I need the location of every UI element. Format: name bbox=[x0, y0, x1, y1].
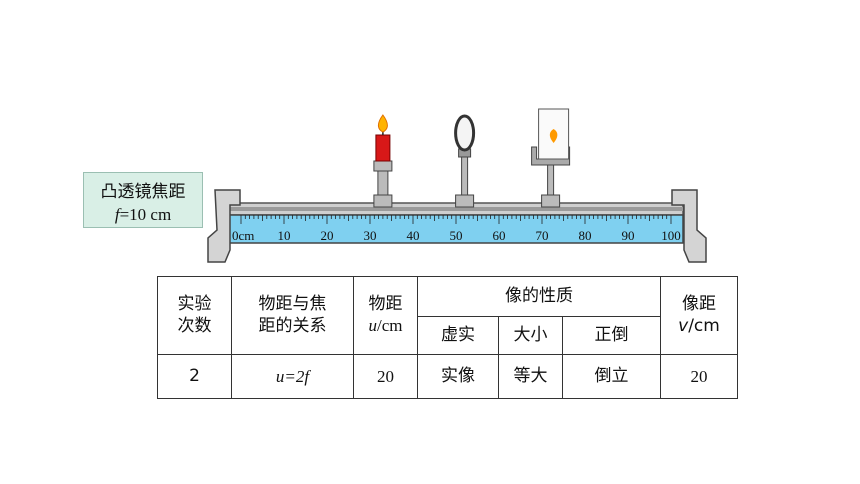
rail-groove bbox=[228, 207, 683, 211]
ruler-ticks bbox=[240, 215, 672, 224]
ruler-tick-label: 80 bbox=[579, 228, 592, 243]
ruler-tick-label: 100 bbox=[661, 228, 681, 243]
cell-size: 等大 bbox=[498, 354, 563, 399]
convex-lens bbox=[454, 114, 476, 208]
cell-orientation: 倒立 bbox=[562, 354, 661, 399]
light-screen bbox=[531, 108, 571, 208]
focal-length-value: f=10 cm bbox=[114, 205, 172, 224]
cell-relation: u=2f bbox=[231, 354, 354, 399]
cell-real-virtual: 实像 bbox=[417, 354, 499, 399]
cell-trial: 2 bbox=[157, 354, 232, 399]
header-size: 大小 bbox=[498, 316, 563, 355]
ruler-tick-label: 20 bbox=[321, 228, 334, 243]
ruler-tick-labels: 10 20 30 40 50 60 70 80 90 100 bbox=[278, 228, 681, 243]
right-leg bbox=[671, 189, 707, 263]
left-leg bbox=[207, 189, 241, 263]
ruler-tick-label: 50 bbox=[450, 228, 463, 243]
cell-image-distance: 20 bbox=[660, 354, 738, 399]
optical-bench: 0cm 10 20 30 40 50 60 70 80 90 100 bbox=[207, 108, 707, 263]
focal-length-title: 凸透镜焦距 bbox=[100, 182, 186, 202]
candle-holder bbox=[373, 114, 393, 208]
ruler-tick-label: 30 bbox=[364, 228, 377, 243]
header-orientation: 正倒 bbox=[562, 316, 661, 355]
ruler-tick-label: 40 bbox=[407, 228, 420, 243]
ruler-tick-label: 70 bbox=[536, 228, 549, 243]
inverted-flame-image-icon bbox=[549, 129, 558, 143]
ruler-unit-label: 0cm bbox=[232, 228, 254, 243]
ruler-tick-label: 60 bbox=[493, 228, 506, 243]
header-relation: 物距与焦距的关系 bbox=[231, 276, 354, 355]
ruler-tick-label: 10 bbox=[278, 228, 291, 243]
ruler-scale bbox=[227, 214, 684, 244]
focal-length-label: 凸透镜焦距 f=10 cm bbox=[83, 172, 203, 228]
header-trial: 实验次数 bbox=[157, 276, 232, 355]
cell-object-distance: 20 bbox=[353, 354, 418, 399]
ruler-tick-label: 90 bbox=[622, 228, 635, 243]
flame-icon bbox=[377, 114, 388, 133]
header-image-properties: 像的性质 bbox=[417, 276, 661, 317]
header-real-virtual: 虚实 bbox=[417, 316, 499, 355]
